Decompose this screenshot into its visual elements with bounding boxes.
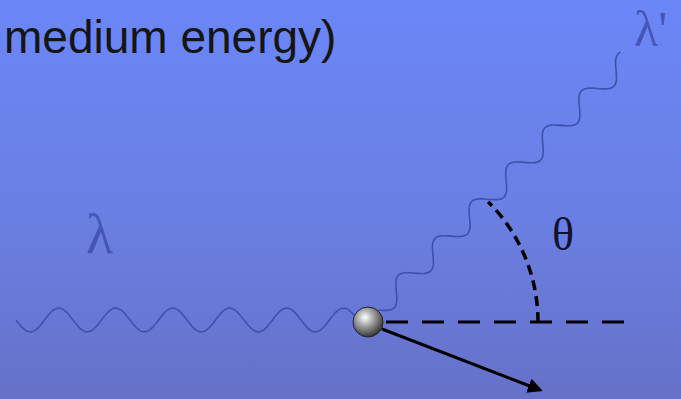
incoming-photon-wave: [16, 308, 356, 332]
scattered-photon-wave: [378, 52, 621, 310]
wavelength-symbol: λ: [86, 206, 113, 262]
photon-waves: [16, 52, 621, 332]
angle-arc: [488, 202, 538, 322]
reference-dashed-line: [386, 321, 626, 324]
angle-symbol: θ: [552, 212, 574, 258]
electron-sphere: [353, 307, 383, 337]
scattered-wavelength-symbol: λ': [634, 4, 667, 54]
slide-title: medium energy): [4, 14, 336, 60]
electron-recoil-arrow: [382, 329, 540, 390]
